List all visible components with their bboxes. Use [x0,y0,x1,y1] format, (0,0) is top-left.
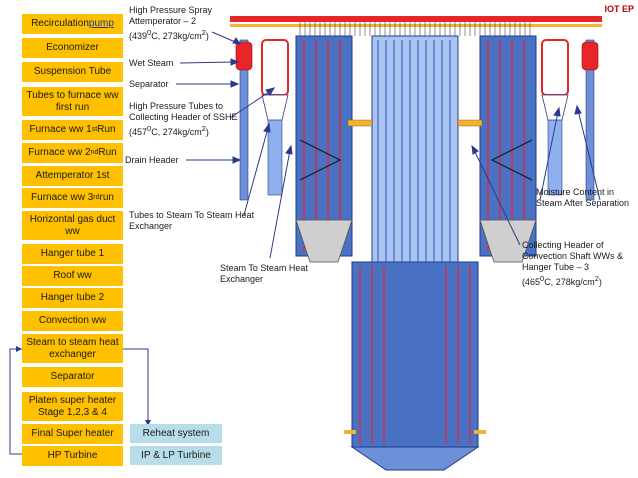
reheat-system-box: Reheat system [130,424,222,443]
sshe-label: Steam To Steam Heat Exchanger [220,263,308,284]
hp-spray-attemperator-label: High Pressure Spray Attemperator – 2 (43… [129,5,213,41]
flow-box-steam-to-steam: Steam to steam heat exchanger [22,334,123,363]
flow-box-separator: Separator [22,367,123,387]
flow-box-economizer: Economizer [22,38,123,58]
collecting-header-label: Collecting Header of Convection Shaft WW… [522,240,624,287]
drain-header-label: Drain Header [125,155,179,165]
flow-box-horizontal: Horizontal gas duct ww [22,211,123,240]
moisture-content-label: Moisture Content in Steam After Separati… [536,187,630,208]
flow-box-suspension: Suspension Tube [22,62,123,82]
flow-box-roof: Roof ww [22,266,123,286]
logo: IOT EP [604,4,634,14]
flow-box-hanger2: Hanger tube 2 [22,288,123,308]
flow-box-attemperator: Attemperator 1st [22,166,123,186]
separator-label: Separator [129,79,169,89]
flow-box-final-sh: Final Super heater [22,424,123,444]
flow-box-platen: Platen super heater Stage 1,2,3 & 4 [22,392,123,421]
flow-box-recirculation: Recirculation pump [22,14,123,34]
flow-box-hp-turbine: HP Turbine [22,446,123,466]
flow-box-hanger1: Hanger tube 1 [22,244,123,264]
hp-tubes-label: High Pressure Tubes to Collecting Header… [129,101,238,137]
ip-lp-turbine-box: IP & LP Turbine [130,446,222,465]
tubes-to-sshe-label: Tubes to Steam To Steam Heat Exchanger [129,210,255,231]
wet-steam-label: Wet Steam [129,58,174,68]
flow-box-convection: Convection ww [22,311,123,331]
flow-box-tubes-furnace: Tubes to furnace ww first run [22,87,123,116]
